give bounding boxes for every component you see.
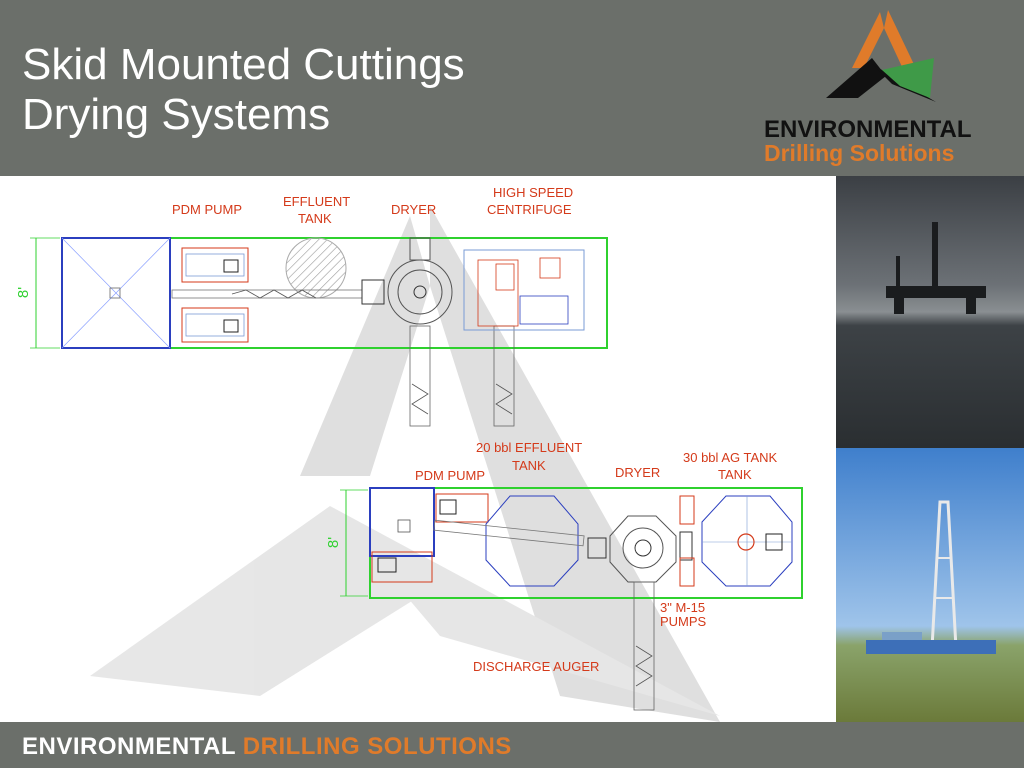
diagram-area: PDM PUMP EFFLUENT TANK DRYER HIGH SPEED … xyxy=(0,176,836,722)
bottom-skid xyxy=(340,487,803,711)
logo-text-environmental: ENVIRONMENTAL xyxy=(764,116,972,143)
label-bottom-ag-tank-line1: 30 bbl AG TANK xyxy=(683,450,778,465)
footer-company-name: ENVIRONMENTAL DRILLING SOLUTIONS xyxy=(22,733,512,761)
logo-text-drilling-solutions: Drilling Solutions xyxy=(764,140,955,166)
land-rig-photo xyxy=(836,448,1024,722)
company-logo: ENVIRONMENTAL Drilling Solutions xyxy=(760,6,1016,170)
offshore-rig-photo xyxy=(836,176,1024,448)
slide-footer: ENVIRONMENTAL DRILLING SOLUTIONS xyxy=(0,722,1024,768)
label-bottom-ag-tank-line2: TANK xyxy=(718,467,752,482)
label-top-effluent-line2: TANK xyxy=(298,211,332,226)
slide-header: Skid Mounted Cuttings Drying Systems ENV… xyxy=(0,0,1024,176)
label-top-centrifuge-line2: CENTRIFUGE xyxy=(487,202,572,217)
title-line-2: Drying Systems xyxy=(22,90,331,139)
label-bottom-dryer: DRYER xyxy=(615,465,661,480)
label-bottom-pumps-line1: 3" M-15 xyxy=(660,600,706,615)
label-top-effluent-line1: EFFLUENT xyxy=(283,194,351,209)
label-bottom-pdm-pump: PDM PUMP xyxy=(415,468,486,483)
label-bottom-discharge-auger: DISCHARGE AUGER xyxy=(473,659,600,674)
slide-title: Skid Mounted Cuttings Drying Systems xyxy=(22,40,642,140)
label-top-pdm-pump: PDM PUMP xyxy=(172,202,243,217)
label-top-centrifuge-line1: HIGH SPEED xyxy=(493,185,574,200)
title-line-1: Skid Mounted Cuttings xyxy=(22,40,465,89)
footer-text-environmental: ENVIRONMENTAL xyxy=(22,733,236,760)
top-skid xyxy=(30,237,608,427)
watermark-logo-icon xyxy=(90,206,720,722)
label-top-width-dimension: 8' xyxy=(15,286,33,299)
label-bottom-effluent-line2: TANK xyxy=(512,458,546,473)
logo-mark-icon xyxy=(826,10,936,102)
label-bottom-effluent-line1: 20 bbl EFFLUENT xyxy=(476,440,583,455)
label-bottom-width-dimension: 8' xyxy=(325,536,343,549)
footer-text-drilling-solutions: DRILLING SOLUTIONS xyxy=(242,733,512,760)
label-top-dryer: DRYER xyxy=(391,202,437,217)
skid-layout-diagram xyxy=(30,206,803,722)
label-bottom-pumps-line2: PUMPS xyxy=(660,614,707,629)
